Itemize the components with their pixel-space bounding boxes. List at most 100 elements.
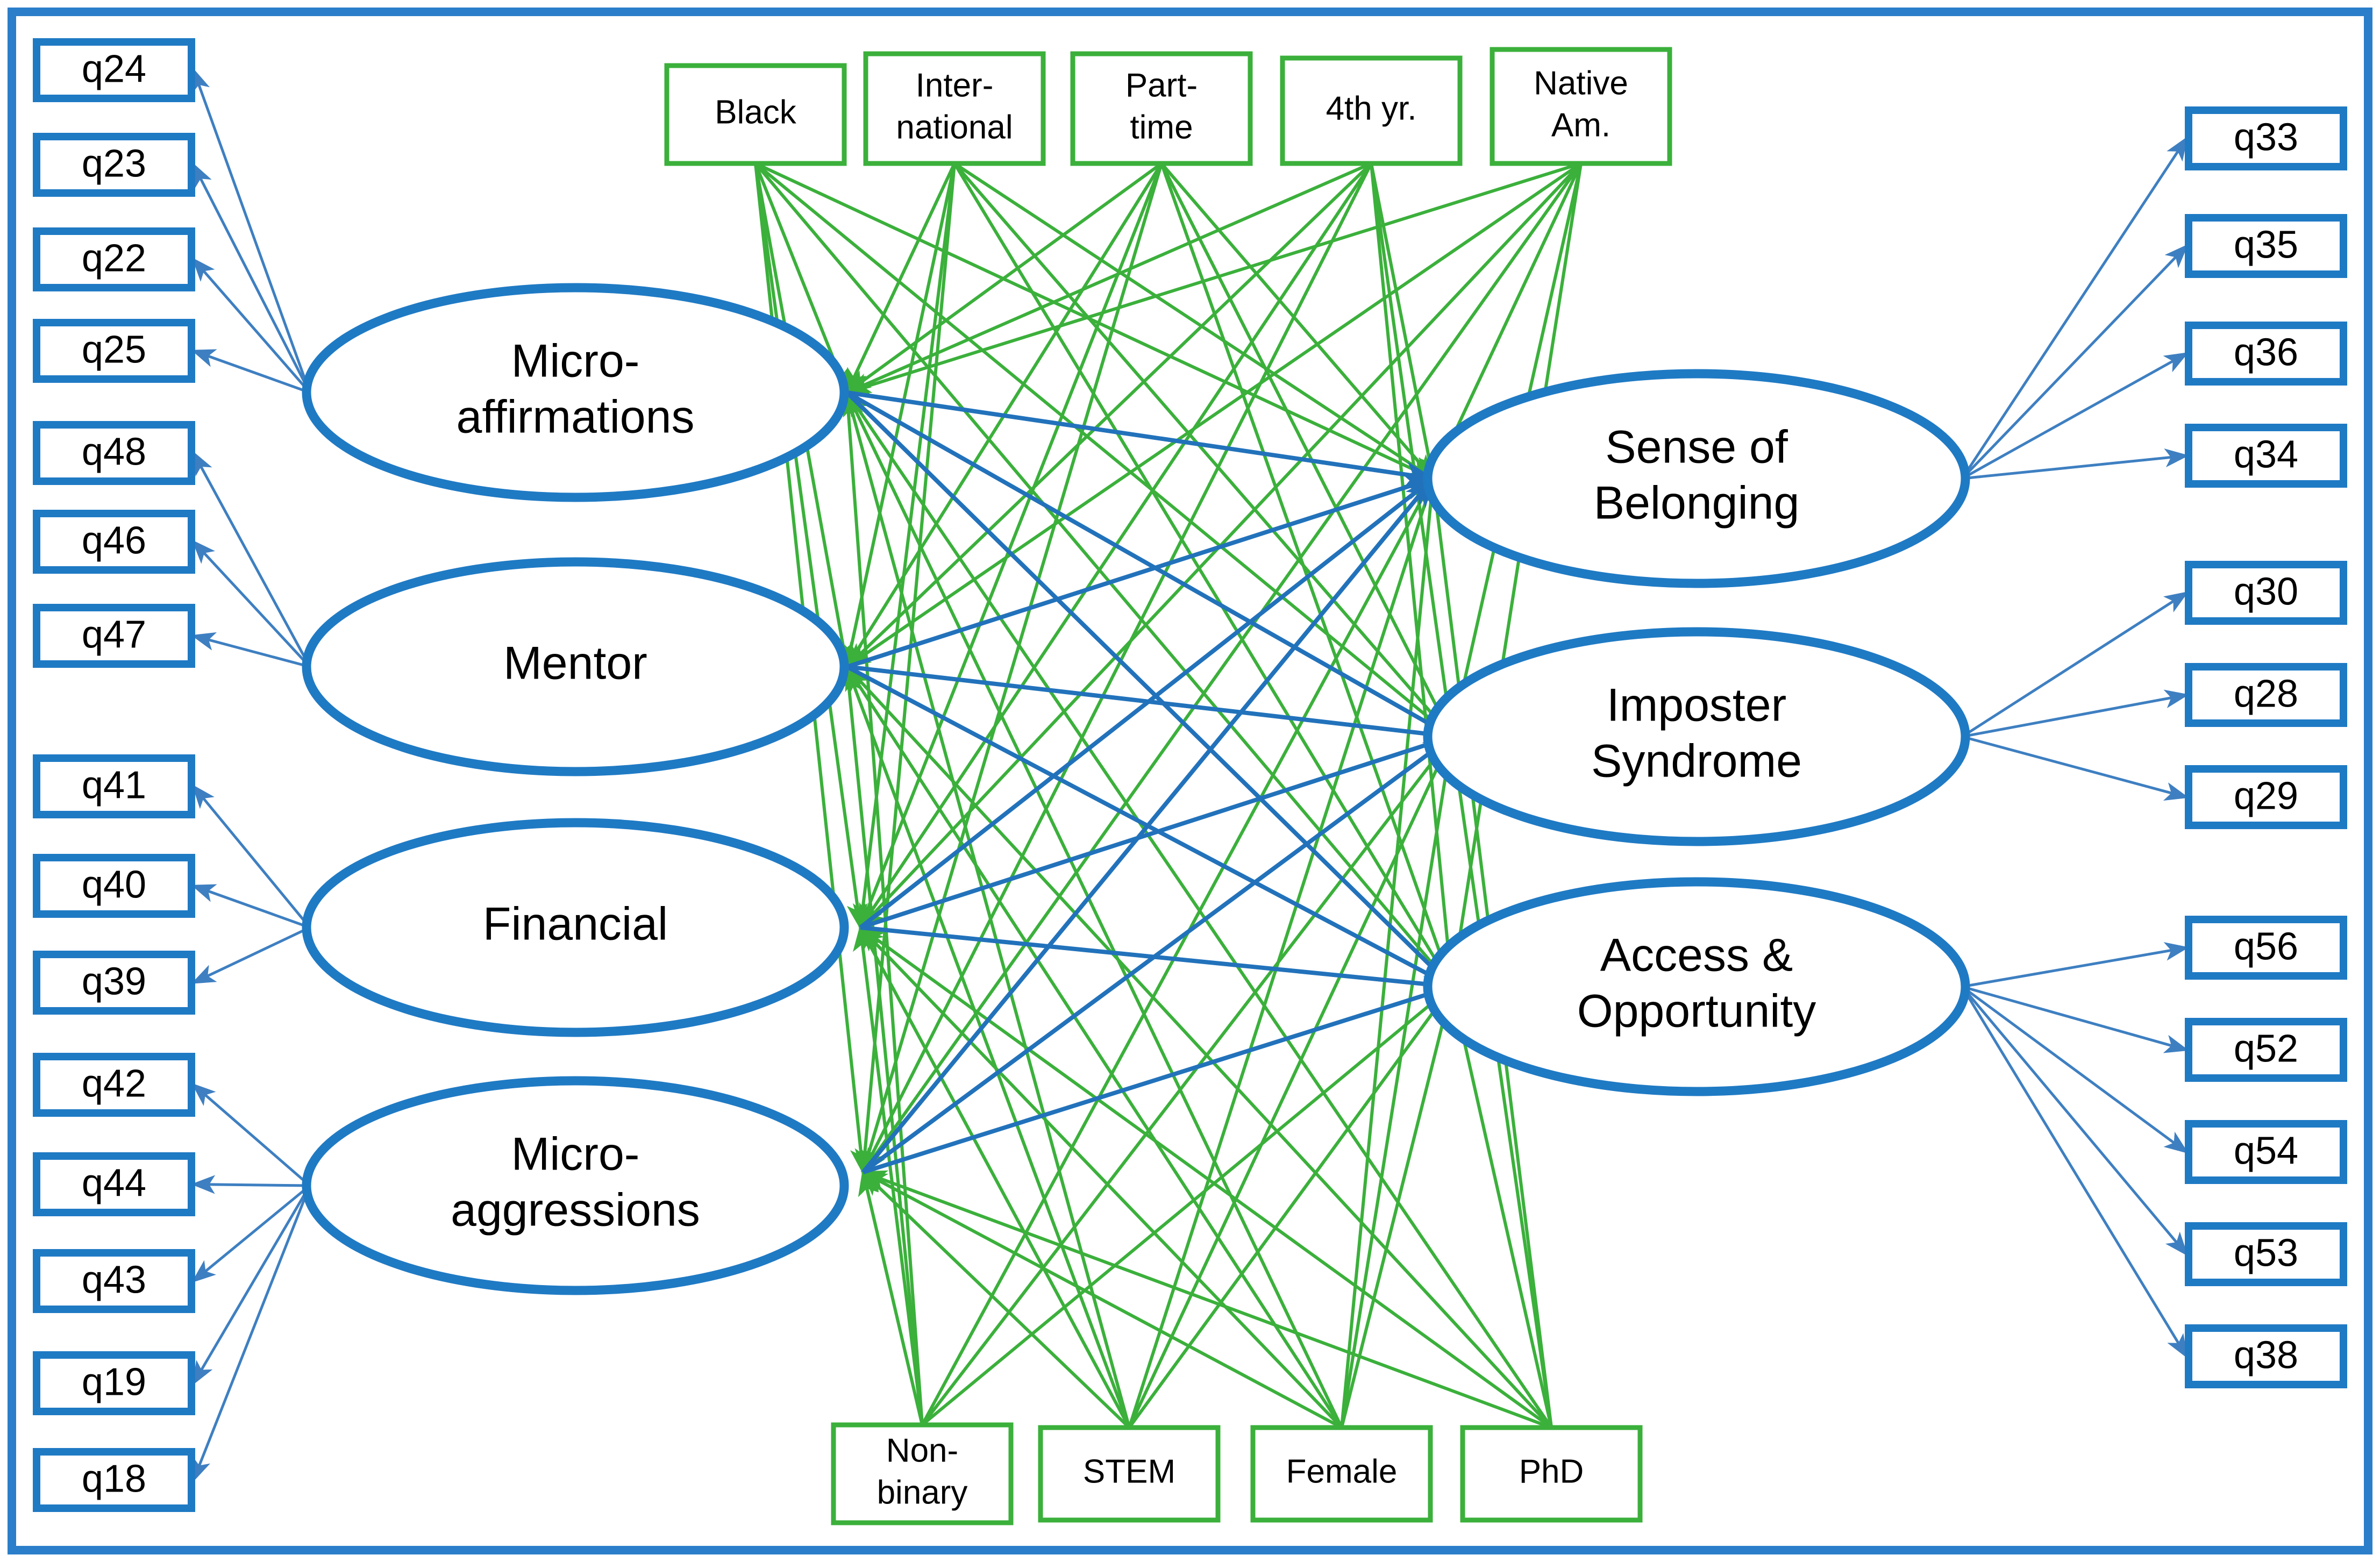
indicator-box-rect[interactable] — [2185, 663, 2347, 727]
indicator-box-rect[interactable] — [33, 319, 195, 383]
latent-node-financial[interactable]: Financial — [302, 818, 849, 1037]
covariate-box-rect[interactable] — [831, 1422, 1014, 1525]
indicator-box-q28[interactable]: q28 — [2185, 663, 2347, 727]
covariate-path-international-to-microaffirmations — [845, 162, 956, 395]
covariate-box-rect[interactable] — [1250, 1425, 1433, 1523]
latent-label-line2: Opportunity — [1577, 986, 1816, 1037]
indicator-box-q22[interactable]: q22 — [33, 227, 195, 291]
indicator-box-q53[interactable]: q53 — [2185, 1222, 2347, 1286]
indicator-box-rect[interactable] — [33, 754, 195, 818]
indicator-box-rect[interactable] — [2185, 1018, 2347, 1082]
latent-ellipse[interactable] — [1423, 877, 1970, 1096]
indicator-box-q41[interactable]: q41 — [33, 754, 195, 818]
indicator-box-q43[interactable]: q43 — [33, 1249, 195, 1313]
indicator-box-rect[interactable] — [2185, 1120, 2347, 1184]
indicator-box-label: q42 — [82, 1062, 146, 1105]
latent-ellipse[interactable] — [302, 1076, 849, 1295]
latent-ellipse[interactable] — [302, 818, 849, 1037]
indicator-box-q44[interactable]: q44 — [33, 1152, 195, 1216]
indicator-box-rect[interactable] — [33, 1152, 195, 1216]
indicator-box-q29[interactable]: q29 — [2185, 765, 2347, 829]
latent-node-microaffirmations[interactable]: Micro-affirmations — [302, 283, 849, 502]
latent-ellipse[interactable] — [1423, 627, 1970, 846]
indicator-box-q18[interactable]: q18 — [33, 1448, 195, 1512]
indicator-box-q30[interactable]: q30 — [2185, 561, 2347, 625]
covariate-path-fourth-year-to-sense-of-belonging — [1370, 163, 1439, 481]
indicator-box-q24[interactable]: q24 — [33, 38, 195, 102]
indicator-box-q35[interactable]: q35 — [2185, 214, 2347, 278]
indicator-box-q48[interactable]: q48 — [33, 421, 195, 485]
indicator-box-rect[interactable] — [2185, 214, 2347, 278]
indicator-box-q25[interactable]: q25 — [33, 319, 195, 383]
indicator-box-rect[interactable] — [2185, 1324, 2347, 1388]
covariate-box-nonbinary[interactable]: Non-binary — [831, 1422, 1014, 1525]
covariate-box-rect[interactable] — [664, 63, 847, 166]
indicator-box-q56[interactable]: q56 — [2185, 916, 2347, 980]
covariate-box-rect[interactable] — [1038, 1425, 1221, 1523]
indicator-box-rect[interactable] — [33, 421, 195, 485]
covariate-box-phd[interactable]: PhD — [1460, 1425, 1643, 1523]
covariate-box-rect[interactable] — [863, 51, 1046, 166]
covariate-box-rect[interactable] — [1490, 47, 1672, 166]
loading-path-microaffirmations-to-q24 — [192, 67, 311, 393]
covariate-box-international[interactable]: Inter-national — [863, 51, 1046, 166]
indicator-box-rect[interactable] — [33, 854, 195, 918]
covariate-box-rect[interactable] — [1460, 1425, 1643, 1523]
indicator-box-rect[interactable] — [2185, 561, 2347, 625]
indicator-box-rect[interactable] — [33, 227, 195, 291]
covariate-box-rect[interactable] — [1280, 55, 1463, 166]
indicator-box-q54[interactable]: q54 — [2185, 1120, 2347, 1184]
covariate-box-black[interactable]: Black — [664, 63, 847, 166]
indicator-box-rect[interactable] — [33, 510, 195, 574]
covariate-box-label-line1: Native — [1534, 65, 1628, 102]
indicator-box-q39[interactable]: q39 — [33, 951, 195, 1015]
indicator-box-q34[interactable]: q34 — [2185, 424, 2347, 488]
indicator-box-q46[interactable]: q46 — [33, 510, 195, 574]
covariate-path-female-to-microaffirmations — [845, 390, 1343, 1429]
indicator-box-q23[interactable]: q23 — [33, 133, 195, 197]
indicator-box-q33[interactable]: q33 — [2185, 106, 2347, 170]
latent-ellipse[interactable] — [302, 283, 849, 502]
latent-ellipse[interactable] — [302, 557, 849, 776]
indicator-box-rect[interactable] — [33, 133, 195, 197]
covariate-box-part-time[interactable]: Part-time — [1070, 51, 1253, 166]
covariate-box-fourth-year[interactable]: 4th yr. — [1280, 55, 1463, 166]
indicator-box-q42[interactable]: q42 — [33, 1053, 195, 1117]
latent-node-mentor[interactable]: Mentor — [302, 557, 849, 776]
indicator-box-rect[interactable] — [2185, 765, 2347, 829]
indicator-box-q38[interactable]: q38 — [2185, 1324, 2347, 1388]
latent-node-access-opportunity[interactable]: Access &Opportunity — [1423, 877, 1970, 1096]
indicator-box-rect[interactable] — [2185, 106, 2347, 170]
latent-node-microaggressions[interactable]: Micro-aggressions — [302, 1076, 849, 1295]
indicator-box-rect[interactable] — [33, 1053, 195, 1117]
indicator-box-rect[interactable] — [33, 1351, 195, 1415]
covariate-box-stem[interactable]: STEM — [1038, 1425, 1221, 1523]
indicator-box-rect[interactable] — [33, 604, 195, 668]
loading-path-microaffirmations-to-q23 — [192, 162, 311, 394]
covariate-box-label-line1: Part- — [1125, 67, 1198, 104]
indicator-box-rect[interactable] — [33, 38, 195, 102]
indicator-box-label: q47 — [82, 614, 146, 657]
indicator-box-q47[interactable]: q47 — [33, 604, 195, 668]
indicator-box-q40[interactable]: q40 — [33, 854, 195, 918]
indicator-box-rect[interactable] — [2185, 1222, 2347, 1286]
indicator-box-rect[interactable] — [2185, 424, 2347, 488]
indicator-box-q52[interactable]: q52 — [2185, 1018, 2347, 1082]
indicator-box-rect[interactable] — [2185, 322, 2347, 386]
covariate-box-label-line1: PhD — [1519, 1453, 1584, 1490]
covariate-box-rect[interactable] — [1070, 51, 1253, 166]
indicator-box-rect[interactable] — [33, 1249, 195, 1313]
indicator-box-label: q46 — [82, 519, 146, 562]
indicator-box-rect[interactable] — [33, 951, 195, 1015]
covariate-box-female[interactable]: Female — [1250, 1425, 1433, 1523]
indicator-box-rect[interactable] — [33, 1448, 195, 1512]
indicator-box-q19[interactable]: q19 — [33, 1351, 195, 1415]
covariate-path-native-am-to-microaggressions — [861, 162, 1583, 1174]
indicator-box-rect[interactable] — [2185, 916, 2347, 980]
indicator-box-q36[interactable]: q36 — [2185, 322, 2347, 386]
latent-ellipse[interactable] — [1423, 369, 1970, 588]
